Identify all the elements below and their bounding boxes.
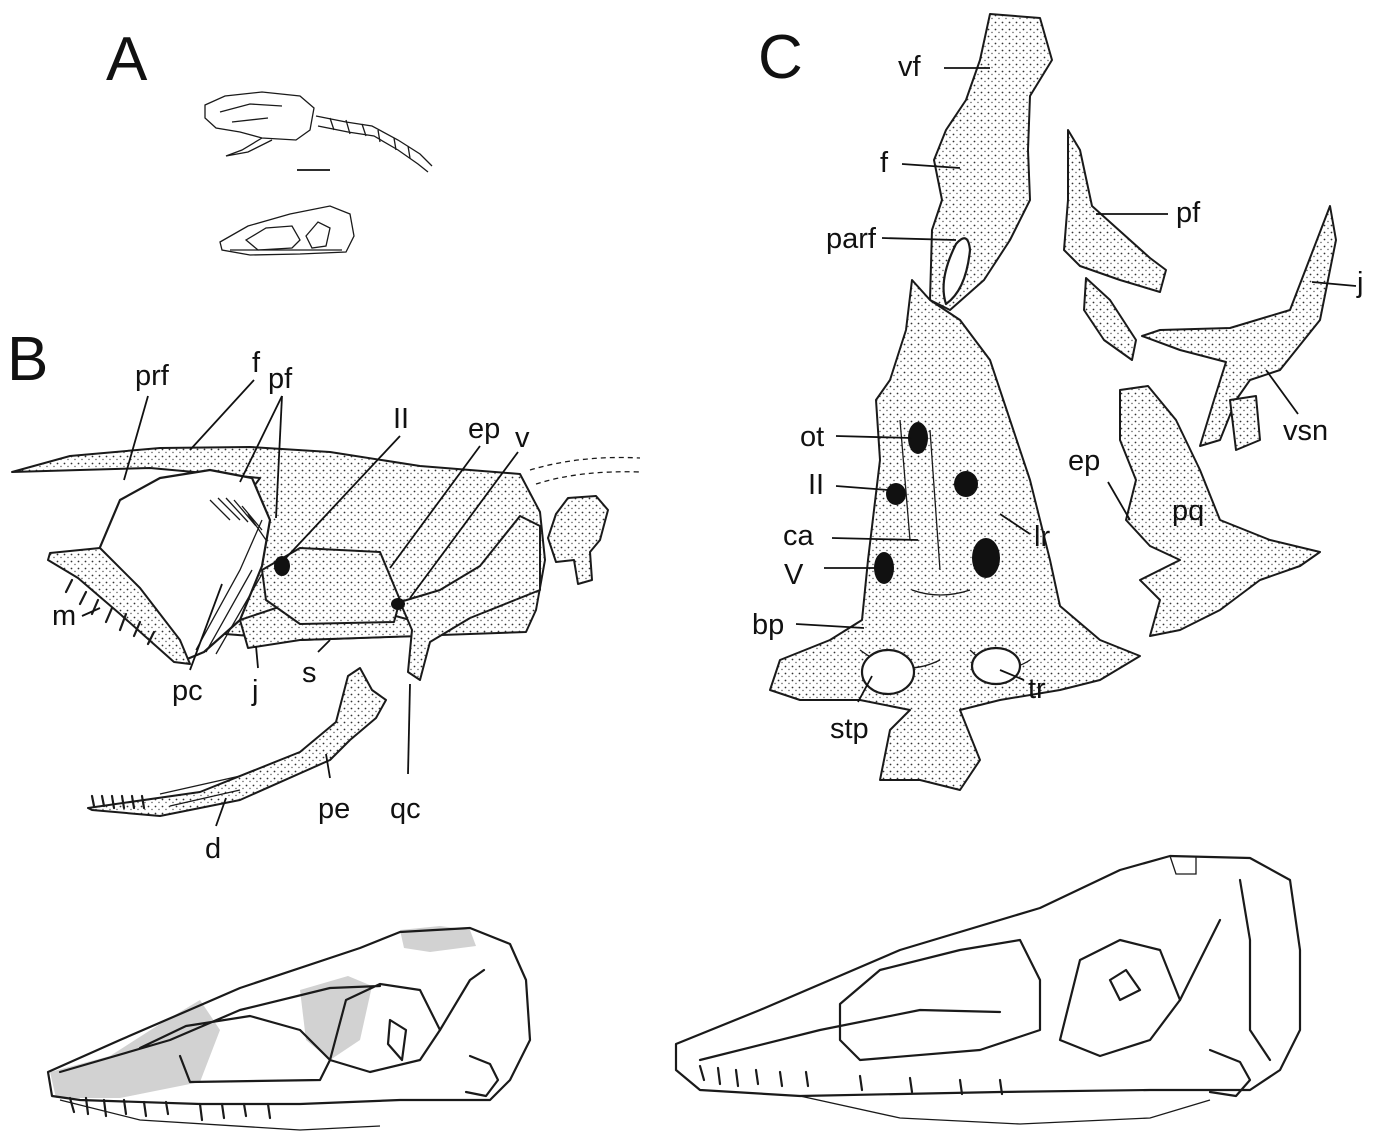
foramen-ii-hole bbox=[274, 556, 290, 576]
panel-b-letter: B bbox=[7, 325, 48, 394]
label-c-pq: pq bbox=[1172, 495, 1204, 527]
small-skull-outline bbox=[220, 206, 354, 255]
label-c-vsn: vsn bbox=[1283, 415, 1328, 447]
label-b-qc: qc bbox=[390, 793, 421, 825]
panel-c-letter: C bbox=[758, 23, 803, 92]
label-b-j: j bbox=[251, 675, 258, 707]
label-b-v: v bbox=[515, 422, 530, 454]
label-b-ep: ep bbox=[468, 413, 500, 445]
panel-b: B bbox=[7, 325, 640, 865]
label-b-pf: pf bbox=[268, 363, 293, 395]
label-c-ot: ot bbox=[800, 421, 824, 453]
panel-a-letter: A bbox=[106, 25, 148, 94]
label-c-j: j bbox=[1356, 267, 1363, 299]
foramen-lr-hole bbox=[972, 538, 1000, 578]
label-b-pe: pe bbox=[318, 793, 350, 825]
fossil-specimen-sketch bbox=[205, 92, 432, 172]
label-c-tr: tr bbox=[1028, 673, 1046, 705]
foramen-ii-c-hole bbox=[886, 483, 906, 505]
panel-c: C bbox=[752, 14, 1363, 790]
label-c-parf: parf bbox=[826, 223, 877, 255]
skull-reconstruction-right bbox=[676, 856, 1300, 1124]
stapes-shape bbox=[862, 650, 914, 694]
label-c-stp: stp bbox=[830, 713, 869, 745]
foramen-dorsal-hole bbox=[954, 471, 978, 497]
label-c-v: V bbox=[784, 559, 804, 591]
foramen-v-hole bbox=[391, 598, 405, 610]
panel-a: A bbox=[106, 25, 432, 255]
label-c-ca: ca bbox=[783, 520, 815, 552]
skull-reconstruction-left bbox=[48, 926, 530, 1130]
label-b-d: d bbox=[205, 833, 221, 865]
label-b-prf: prf bbox=[135, 360, 170, 392]
skull-lateral-view bbox=[12, 447, 640, 816]
label-c-bp: bp bbox=[752, 609, 784, 641]
label-c-f: f bbox=[880, 147, 889, 179]
label-c-lr: lr bbox=[1034, 521, 1050, 553]
trabecula-shape bbox=[972, 648, 1020, 684]
label-c-pf: pf bbox=[1176, 197, 1201, 229]
label-b-s: s bbox=[302, 657, 317, 689]
skull-dorsal-elements bbox=[770, 14, 1336, 790]
label-c-ep: ep bbox=[1068, 445, 1100, 477]
label-b-ii: II bbox=[393, 403, 409, 435]
label-b-m: m bbox=[52, 600, 76, 632]
label-c-vf: vf bbox=[898, 51, 922, 83]
label-c-ii: II bbox=[808, 469, 824, 501]
label-b-pc: pc bbox=[172, 675, 203, 707]
label-b-f: f bbox=[252, 347, 261, 379]
